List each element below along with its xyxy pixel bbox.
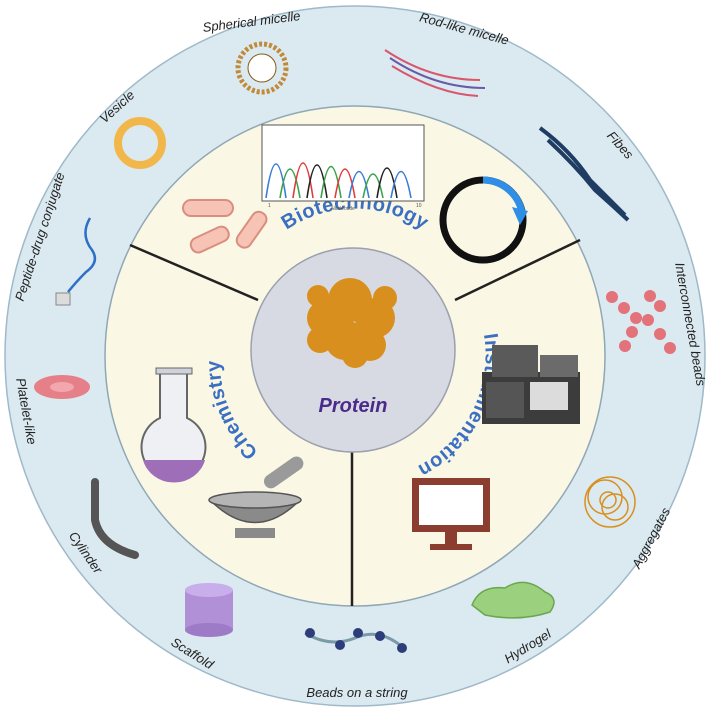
- mortar-pestle-icon: [208, 456, 304, 538]
- vesicle-icon: [114, 117, 166, 169]
- protein-icon: [307, 278, 397, 368]
- chromatogram-icon: 1 Nucleotide 10: [261, 124, 425, 212]
- cells-icon: [182, 199, 268, 254]
- hydrogel-icon: [471, 581, 555, 619]
- platelet-icon: [34, 375, 90, 399]
- rod-like-micelle-icon: [384, 49, 486, 97]
- ring-label-beads-on-string: Beads on a string: [306, 685, 408, 700]
- instrument-icon: [482, 345, 580, 424]
- sector-dividers: [129, 238, 581, 606]
- chromatogram-xlabel: Nucleotide: [331, 206, 355, 212]
- aggregates-icon: [584, 476, 636, 528]
- chromatogram-tick-start: 1: [268, 203, 271, 209]
- fibers-icon: [538, 126, 630, 222]
- plasmid-icon: [439, 176, 528, 264]
- cylinder-icon: [91, 478, 139, 559]
- spherical-micelle-icon: [235, 41, 289, 95]
- beads-on-string-icon: [304, 628, 407, 653]
- center-label: Protein: [319, 395, 388, 417]
- chromatogram-tick-end: 10: [416, 203, 422, 209]
- monitor-icon: [412, 478, 490, 550]
- scaffold-icon: [185, 583, 233, 637]
- flask-icon: [140, 367, 207, 483]
- peptide-drug-conjugate-icon: [55, 217, 97, 306]
- interconnected-beads-icon: [606, 290, 676, 354]
